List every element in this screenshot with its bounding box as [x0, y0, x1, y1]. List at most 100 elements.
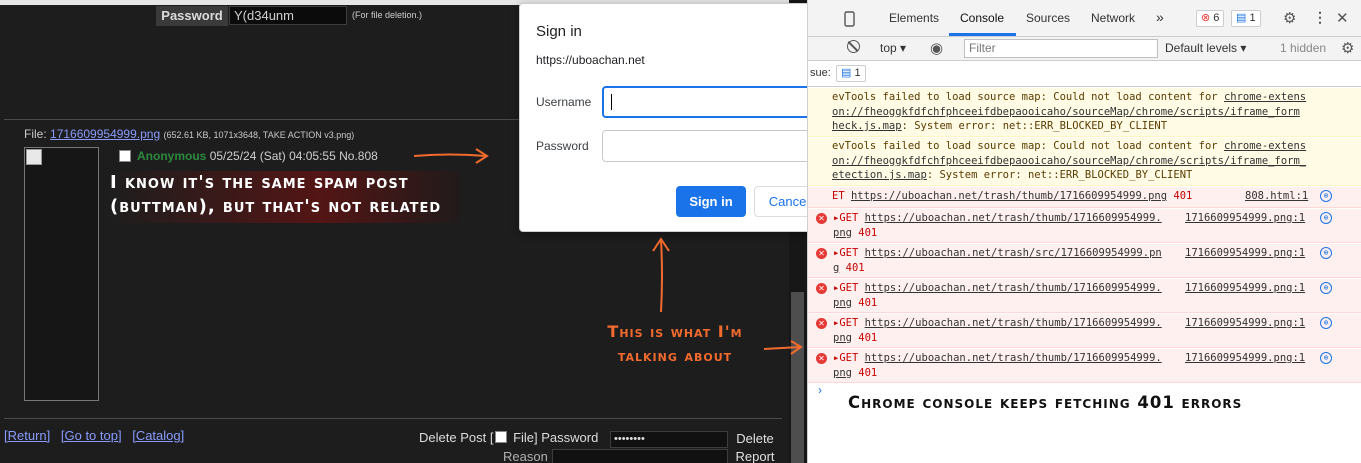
warning-link[interactable]: on://fheoggkfdfchfphceeifdbepaooicaho/so…	[832, 154, 1307, 167]
console-error: ET https://uboachan.net/trash/thumb/1716…	[808, 187, 1361, 208]
active-tab-indicator	[949, 33, 1016, 36]
divider	[4, 418, 782, 419]
return-link[interactable]: [Return]	[4, 428, 51, 443]
password-field[interactable]: Y(d34unm	[229, 6, 347, 25]
username-label: Username	[536, 95, 592, 109]
request-method[interactable]: ▸GET	[833, 212, 865, 224]
post-thumbnail[interactable]	[24, 147, 99, 401]
annotation-line: I know it's the same spam post	[110, 172, 409, 193]
network-globe-icon[interactable]: ⊕	[1320, 212, 1332, 224]
sign-in-button[interactable]: Sign in	[676, 186, 746, 217]
bottom-nav: [Return] [Go to top] [Catalog]	[4, 428, 191, 443]
eye-icon[interactable]: ◉	[930, 40, 944, 57]
context-selector[interactable]: top ▾	[880, 41, 907, 55]
annotation-line: This is what I'm	[607, 322, 743, 341]
network-globe-icon[interactable]: ⊕	[1320, 247, 1332, 259]
console-error: ✕ ▸GET https://uboachan.net/trash/thumb/…	[808, 209, 1361, 243]
context-label: top	[880, 41, 897, 55]
delete-post-form: Delete Post [ File] Password	[419, 430, 598, 445]
request-method[interactable]: ▸GET	[833, 352, 865, 364]
settings-gear-icon[interactable]: ⚙	[1283, 10, 1297, 27]
source-link[interactable]: 1716609954999.png:1	[1185, 317, 1306, 329]
device-toolbar-icon[interactable]	[841, 11, 857, 27]
error-count-badge[interactable]: ⊗ 6	[1196, 10, 1225, 27]
tab-sources[interactable]: Sources	[1026, 11, 1071, 25]
request-method[interactable]: ▸GET	[833, 247, 865, 259]
file-link[interactable]: 1716609954999.png	[50, 127, 161, 141]
source-link[interactable]: 1716609954999.png:1	[1185, 282, 1306, 294]
request-method[interactable]: ▸GET	[833, 282, 865, 294]
source-link[interactable]: 808.html:1	[1245, 190, 1309, 202]
username-input[interactable]	[602, 86, 824, 118]
network-globe-icon[interactable]: ⊕	[1320, 317, 1332, 329]
issue-icon: ▤	[1236, 12, 1247, 24]
catalog-link[interactable]: [Catalog]	[132, 428, 185, 443]
delete-post-label: Delete Post [	[419, 430, 494, 445]
status-code: 401	[851, 366, 878, 379]
status-code: 401	[839, 261, 865, 274]
warning-link[interactable]: chrome-extens	[1223, 91, 1307, 103]
filter-input[interactable]: Filter	[964, 39, 1158, 58]
request-url-tail[interactable]: png	[833, 226, 852, 239]
warning-link[interactable]: heck.js.map	[832, 120, 902, 132]
error-icon: ✕	[816, 353, 827, 364]
request-url-tail[interactable]: g	[833, 261, 840, 274]
warning-text: : System error: net::ERR_BLOCKED_BY_CLIE…	[926, 169, 1193, 181]
request-url-tail[interactable]: png	[833, 296, 852, 309]
request-url[interactable]: https://uboachan.net/trash/thumb/1716609…	[864, 212, 1162, 224]
status-code: 401	[1167, 190, 1193, 202]
request-url[interactable]: https://uboachan.net/trash/thumb/1716609…	[864, 317, 1162, 329]
issues-badge[interactable]: ▤ 1	[836, 65, 866, 82]
request-url[interactable]: https://uboachan.net/trash/thumb/1716609…	[864, 352, 1162, 364]
go-to-top-link[interactable]: [Go to top]	[60, 428, 122, 443]
request-method[interactable]: ▸GET	[833, 317, 865, 329]
request-method: ET	[832, 190, 851, 202]
post-number[interactable]: No.808	[339, 149, 378, 163]
tab-elements[interactable]: Elements	[889, 11, 940, 25]
issues-bar: sue: ▤ 1	[808, 61, 1361, 87]
password-label: Password	[156, 6, 228, 26]
error-icon: ✕	[816, 283, 827, 294]
more-options-icon[interactable]: ⋮	[1313, 9, 1327, 25]
source-link[interactable]: 1716609954999.png:1	[1185, 247, 1306, 259]
password-input[interactable]	[602, 130, 824, 162]
network-globe-icon[interactable]: ⊕	[1320, 352, 1332, 364]
request-url[interactable]: https://uboachan.net/trash/thumb/1716609…	[864, 282, 1162, 294]
hidden-count: 1 hidden	[1280, 41, 1327, 55]
status-code: 401	[851, 296, 878, 309]
source-link[interactable]: 1716609954999.png:1	[1185, 212, 1306, 224]
delete-password-field[interactable]: ••••••••	[610, 431, 728, 448]
arrow-up-icon	[652, 237, 670, 313]
issues-label: sue:	[810, 67, 831, 79]
warning-link[interactable]: chrome-extens	[1223, 140, 1307, 152]
console-prompt[interactable]: ›	[818, 383, 822, 397]
network-globe-icon[interactable]: ⊕	[1320, 190, 1332, 202]
tab-network[interactable]: Network	[1091, 11, 1136, 25]
report-button[interactable]: Report	[735, 449, 775, 463]
source-link[interactable]: 1716609954999.png:1	[1185, 352, 1306, 364]
post-select-checkbox[interactable]	[119, 150, 131, 162]
scrollbar-thumb[interactable]	[791, 292, 804, 463]
error-count: 6	[1213, 12, 1220, 24]
issue-count-badge[interactable]: ▤ 1	[1231, 10, 1261, 27]
log-levels-dropdown[interactable]: Default levels ▾	[1165, 41, 1247, 55]
file-only-checkbox[interactable]	[495, 431, 508, 443]
delete-button[interactable]: Delete	[736, 431, 774, 446]
request-url[interactable]: https://uboachan.net/trash/thumb/1716609…	[850, 190, 1168, 202]
close-icon[interactable]: ✕	[1336, 10, 1349, 27]
more-tabs-button[interactable]: »	[1156, 9, 1164, 25]
reason-field[interactable]	[552, 449, 728, 463]
delete-password-label: Password	[541, 430, 599, 445]
request-url-tail[interactable]: png	[833, 331, 852, 344]
console-warning: evTools failed to load source map: Could…	[808, 138, 1361, 186]
request-url-tail[interactable]: png	[833, 366, 852, 379]
tab-console[interactable]: Console	[960, 11, 1005, 25]
console-settings-gear-icon[interactable]: ⚙	[1341, 40, 1355, 57]
clear-console-icon[interactable]	[847, 40, 860, 53]
request-url[interactable]: https://uboachan.net/trash/src/171660995…	[864, 247, 1162, 259]
warning-link[interactable]: etection.js.map	[832, 169, 927, 181]
status-code: 401	[851, 331, 878, 344]
warning-link[interactable]: on://fheoggkfdfchfphceeifdbepaooicaho/so…	[832, 105, 1300, 118]
broken-image-icon	[26, 149, 42, 165]
network-globe-icon[interactable]: ⊕	[1320, 282, 1332, 294]
